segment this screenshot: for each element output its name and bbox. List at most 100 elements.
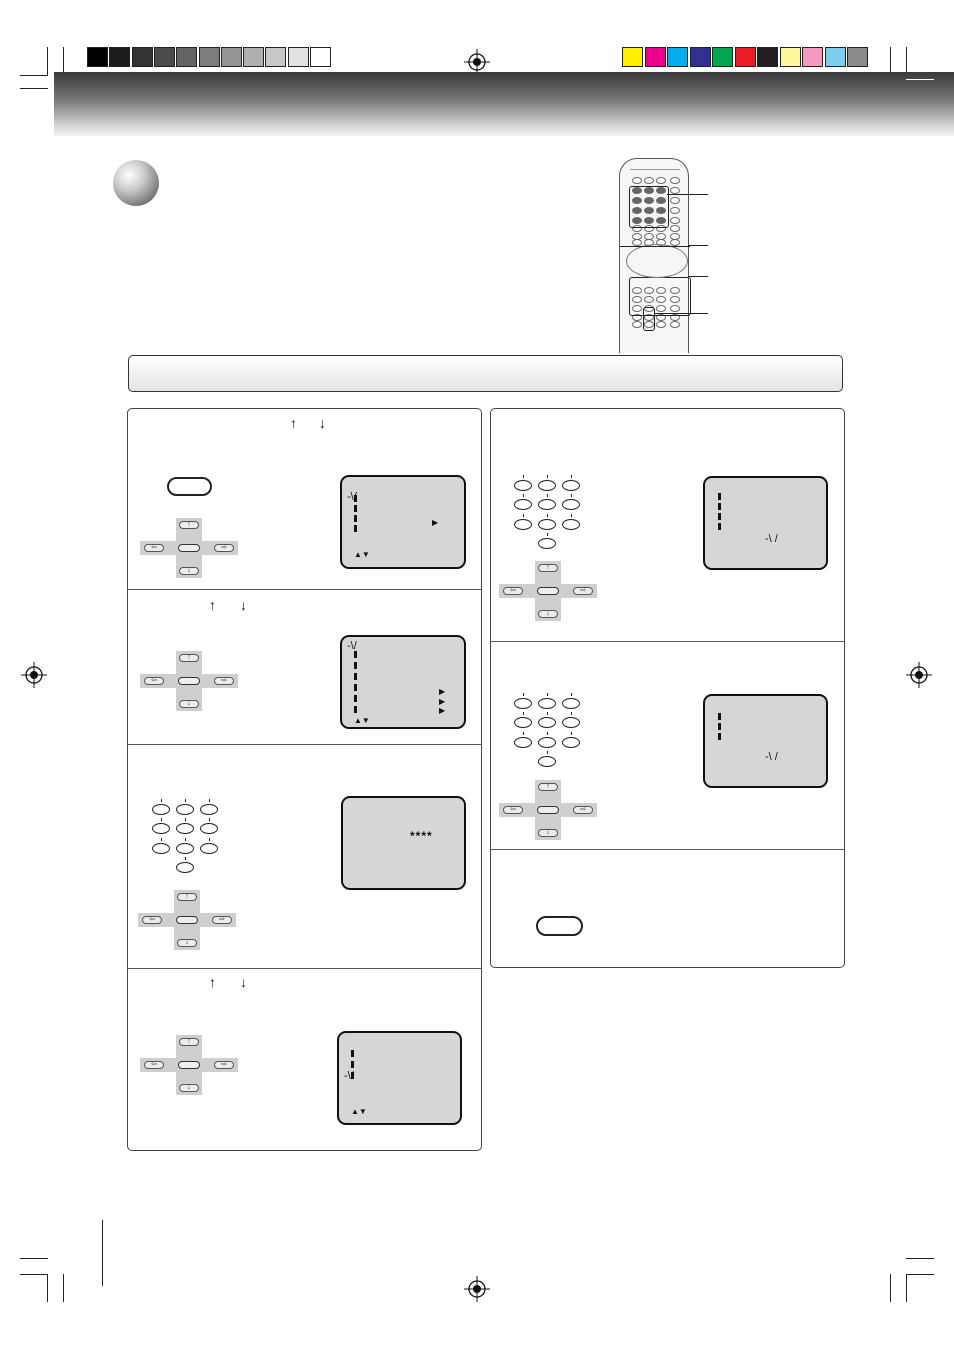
key-tick [523, 475, 524, 478]
number-key[interactable] [514, 737, 532, 748]
number-key[interactable] [514, 717, 532, 728]
remote-key [656, 287, 666, 294]
right-button[interactable]: ⇨ [573, 806, 593, 814]
number-key[interactable] [538, 698, 556, 709]
number-key[interactable] [200, 823, 218, 834]
number-key[interactable] [152, 843, 170, 854]
key-tick [547, 693, 548, 696]
number-key[interactable] [562, 480, 580, 491]
right-button[interactable]: ⇨ [573, 587, 593, 595]
menu-item-marker [718, 523, 721, 530]
up-button[interactable]: ↑ [179, 1038, 199, 1046]
key-tick [571, 732, 572, 735]
crop-mark [906, 1274, 907, 1302]
step-divider [127, 589, 482, 590]
menu-item-marker [354, 515, 357, 522]
down-button[interactable]: ↓ [177, 939, 197, 947]
left-button[interactable]: ⇦ [144, 544, 164, 552]
crop-mark [47, 1274, 48, 1302]
key-tick [547, 751, 548, 754]
flashing-cursor-icon: -\/ [347, 640, 357, 652]
right-button[interactable]: ⇨ [214, 1061, 234, 1069]
right-button[interactable]: ⇨ [214, 544, 234, 552]
number-key[interactable] [514, 499, 532, 510]
number-key[interactable] [200, 843, 218, 854]
number-key[interactable] [176, 843, 194, 854]
left-button[interactable]: ⇦ [503, 587, 523, 595]
number-key[interactable] [176, 862, 194, 873]
setup-button[interactable] [167, 477, 212, 496]
left-button[interactable]: ⇦ [144, 1061, 164, 1069]
key-tick [571, 475, 572, 478]
right-button[interactable]: ⇨ [214, 677, 234, 685]
up-button[interactable]: ↑ [177, 893, 197, 901]
left-button[interactable]: ⇦ [142, 916, 162, 924]
up-button[interactable]: ↑ [179, 654, 199, 662]
number-key[interactable] [152, 823, 170, 834]
down-arrow-icon: ↓ [240, 974, 247, 990]
number-key[interactable] [562, 519, 580, 530]
number-key[interactable] [538, 737, 556, 748]
number-key[interactable] [176, 804, 194, 815]
remote-key [632, 314, 642, 321]
gray-swatch [153, 47, 175, 67]
color-swatch [734, 47, 756, 67]
enter-button[interactable] [178, 677, 200, 685]
enter-button[interactable] [178, 1061, 200, 1069]
number-key[interactable] [152, 804, 170, 815]
remote-key [644, 217, 654, 224]
right-button[interactable]: ⇨ [212, 916, 232, 924]
number-key[interactable] [200, 804, 218, 815]
crop-mark [890, 1274, 891, 1302]
menu-item-marker [354, 525, 357, 532]
number-key[interactable] [176, 823, 194, 834]
number-key[interactable] [514, 698, 532, 709]
enter-button[interactable] [537, 806, 559, 814]
number-keypad[interactable] [514, 693, 584, 768]
setup-button[interactable] [536, 916, 583, 936]
remote-key [656, 225, 666, 232]
enter-button[interactable] [537, 587, 559, 595]
number-key[interactable] [562, 698, 580, 709]
left-button[interactable]: ⇦ [144, 677, 164, 685]
up-button[interactable]: ↑ [538, 564, 558, 572]
number-key[interactable] [538, 480, 556, 491]
remote-key [644, 207, 654, 214]
remote-key [656, 207, 666, 214]
key-tick [209, 799, 210, 802]
up-button[interactable]: ↑ [179, 521, 199, 529]
down-button[interactable]: ↓ [538, 829, 558, 837]
down-button[interactable]: ↓ [538, 610, 558, 618]
number-keypad[interactable] [514, 475, 584, 550]
remote-key [632, 187, 642, 194]
enter-button[interactable] [178, 544, 200, 552]
number-key[interactable] [562, 717, 580, 728]
number-key[interactable] [514, 519, 532, 530]
down-button[interactable]: ↓ [179, 567, 199, 575]
number-key[interactable] [538, 538, 556, 549]
number-key[interactable] [562, 499, 580, 510]
remote-key [632, 239, 642, 246]
number-key[interactable] [538, 499, 556, 510]
number-key[interactable] [538, 717, 556, 728]
menu-item-marker [354, 505, 357, 512]
number-keypad[interactable] [152, 799, 222, 874]
page-edge-line [102, 1220, 103, 1286]
remote-key [670, 187, 680, 194]
left-button[interactable]: ⇦ [503, 806, 523, 814]
flashing-cursor-icon: -\/ [344, 1070, 354, 1082]
flashing-cursor-icon: -\ / [765, 751, 778, 763]
up-button[interactable]: ↑ [538, 783, 558, 791]
enter-button[interactable] [176, 916, 198, 924]
remote-key [670, 314, 680, 321]
step-divider [490, 849, 845, 850]
number-key[interactable] [538, 756, 556, 767]
number-key[interactable] [538, 519, 556, 530]
number-key[interactable] [514, 480, 532, 491]
down-button[interactable]: ↓ [179, 1084, 199, 1092]
number-key[interactable] [562, 737, 580, 748]
down-button[interactable]: ↓ [179, 700, 199, 708]
menu-item-marker [351, 1072, 354, 1079]
remote-key [644, 187, 654, 194]
remote-key [632, 207, 642, 214]
